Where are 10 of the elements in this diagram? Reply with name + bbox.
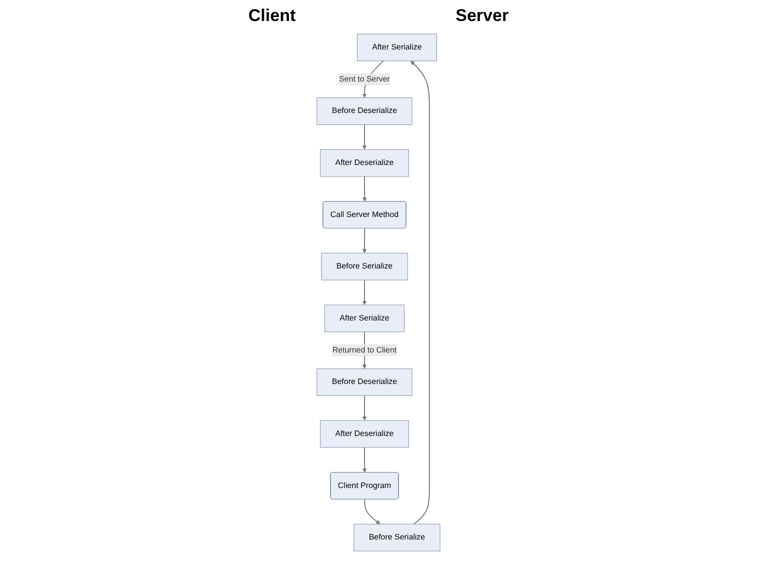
- column-heading: Client: [248, 6, 296, 27]
- arrow: [362, 395, 367, 421]
- arrow: [362, 124, 367, 150]
- arrow: [364, 498, 380, 524]
- arrow: [362, 280, 367, 306]
- column-heading: Server: [456, 6, 509, 27]
- arrow: [362, 446, 367, 473]
- arrow: [362, 176, 367, 202]
- arrow: [362, 228, 367, 254]
- arrow: [410, 60, 430, 525]
